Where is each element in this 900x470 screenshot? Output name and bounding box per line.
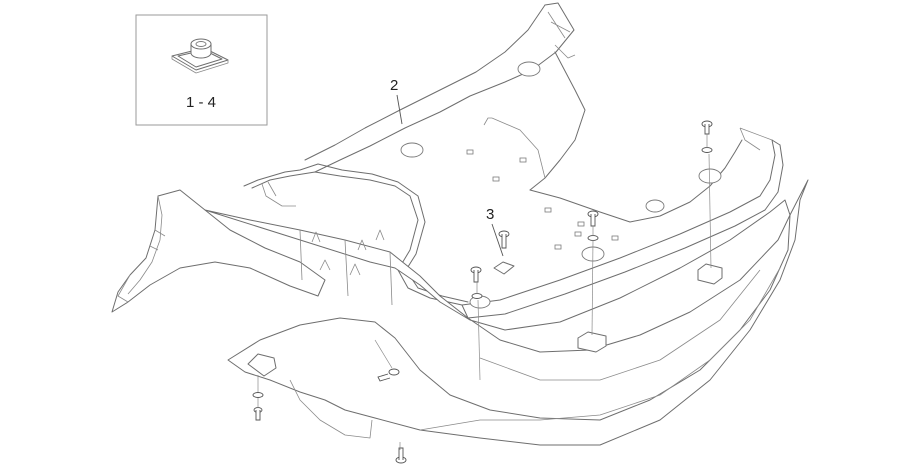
inset-label: 1 - 4 bbox=[186, 94, 216, 111]
screw-icon bbox=[701, 120, 713, 153]
deck-hole bbox=[400, 142, 424, 158]
lower-skirt bbox=[111, 179, 809, 446]
screw-icon bbox=[587, 210, 599, 241]
mount-block bbox=[577, 331, 607, 353]
inset-frame bbox=[135, 14, 268, 126]
callout-2-label: 2 bbox=[390, 77, 398, 94]
fasteners bbox=[252, 120, 713, 464]
screw-icon bbox=[395, 447, 407, 464]
inset-detail: 1 - 4 bbox=[135, 14, 268, 126]
deck-hole bbox=[517, 61, 541, 77]
deck-hole bbox=[645, 199, 665, 213]
clip-nut-icon bbox=[171, 38, 229, 74]
callout-3: 3 bbox=[486, 206, 504, 257]
callout-2: 2 bbox=[390, 77, 403, 125]
floor-panel bbox=[243, 2, 784, 319]
mount-block bbox=[697, 263, 723, 285]
screw-icon bbox=[377, 368, 400, 382]
mount-block bbox=[247, 353, 277, 377]
callout-3-label: 3 bbox=[486, 206, 494, 223]
screw-icon bbox=[470, 266, 483, 299]
screw-icon bbox=[493, 230, 515, 275]
deck-hole bbox=[698, 168, 722, 184]
